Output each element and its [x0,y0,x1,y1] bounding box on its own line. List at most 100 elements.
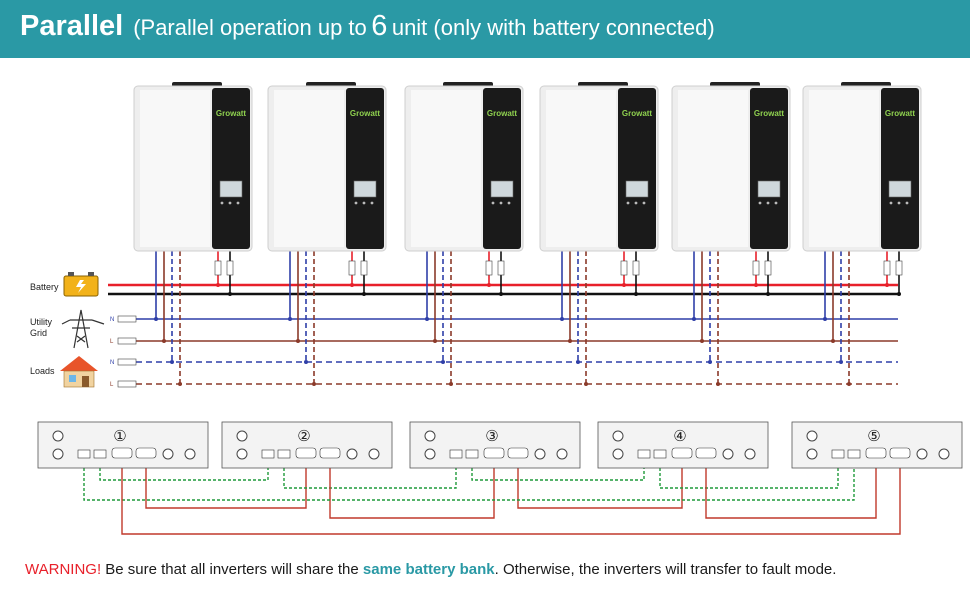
indicator-led [758,201,762,205]
parallel-comm-cable [517,458,683,509]
db-port [295,447,317,459]
rj45-port [449,449,463,459]
junction-dot [839,360,843,364]
parallel-comm-cable [329,458,495,519]
screw-hole [424,430,436,442]
rj45-port [77,449,91,459]
screw-hole [612,448,624,460]
junction-dot [568,339,572,343]
lcd-display [625,180,649,198]
indicator-led [897,201,901,205]
indicator-led [354,201,358,205]
rj45-port [831,449,845,459]
inverter-panel [750,88,788,249]
db-port [671,447,693,459]
rj45-port [465,449,479,459]
indicator-led [642,201,646,205]
junction-dot [312,382,316,386]
parallel-comm-cable [705,458,877,519]
battery-fuse [752,260,760,276]
brand-logo: Growatt [622,109,653,118]
inverter-front [678,90,748,247]
panel-body [791,421,963,469]
parallel-port-panel: ② [221,421,393,469]
junction-dot [831,339,835,343]
junction-dot [754,283,758,287]
indicator-led [766,201,770,205]
inverter-unit: Growatt [267,82,387,252]
power-tower-icon [61,309,105,349]
lcd-display [490,180,514,198]
inverter-unit: Growatt [539,82,659,252]
page-title: Parallel [20,10,124,42]
unit-number: ② [297,427,310,445]
junction-dot [433,339,437,343]
unit-number: ③ [485,427,498,445]
rj45-port [93,449,107,459]
indicator-led [634,201,638,205]
junction-dot [288,317,292,321]
battery-fuse [632,260,640,276]
junction-dot [576,360,580,364]
battery-fuse [226,260,234,276]
junction-dot [170,360,174,364]
rj45-port [261,449,275,459]
db-port [319,447,341,459]
current-sharing-loop-cable [83,458,855,501]
indicator-led [499,201,503,205]
inverter-front [546,90,616,247]
inverter-unit: Growatt [404,82,524,252]
battery-icon [63,272,99,297]
junction-dot [449,382,453,386]
junction-dot [296,339,300,343]
current-sharing-cable [283,458,457,489]
screw-hole [916,448,928,460]
panel-body [221,421,393,469]
screw-hole [346,448,358,460]
screw-hole [52,448,64,460]
junction-dot [584,382,588,386]
junction-dot [216,283,220,287]
brand-logo: Growatt [885,109,916,118]
unit-number: ① [113,427,126,445]
junction-dot [487,283,491,287]
junction-dot [700,339,704,343]
wires-layer [83,251,903,535]
loads-l-tag: L [110,382,114,388]
db-port [135,447,157,459]
junction-dot [622,283,626,287]
junction-dot [766,292,770,296]
junction-dot [692,317,696,321]
screw-hole [744,448,756,460]
junction-dot [228,292,232,296]
battery-fuse [883,260,891,276]
screw-hole [722,448,734,460]
inverter-unit: Growatt [133,82,253,252]
inverter-front [411,90,481,247]
screw-hole [236,448,248,460]
indicator-led [362,201,366,205]
inverter-front [140,90,210,247]
warning-highlight: same battery bank [362,561,495,578]
junction-dot [708,360,712,364]
subtitle-end: unit (only with battery connected) [391,15,715,40]
junction-dot [847,382,851,386]
parallel-comm-cable [145,458,307,509]
junction-dot [362,292,366,296]
lcd-display [353,180,377,198]
battery-label: Battery [30,282,59,292]
junction-dot [885,283,889,287]
junction-dot [499,292,503,296]
db-port [507,447,529,459]
db-port [483,447,505,459]
loads-n-tag: N [110,360,114,366]
indicator-led [774,201,778,205]
junction-dot [441,360,445,364]
inverter-panel [881,88,919,249]
brand-logo: Growatt [350,109,381,118]
screw-hole [162,448,174,460]
breakers [117,315,137,388]
brand-logo: Growatt [216,109,247,118]
